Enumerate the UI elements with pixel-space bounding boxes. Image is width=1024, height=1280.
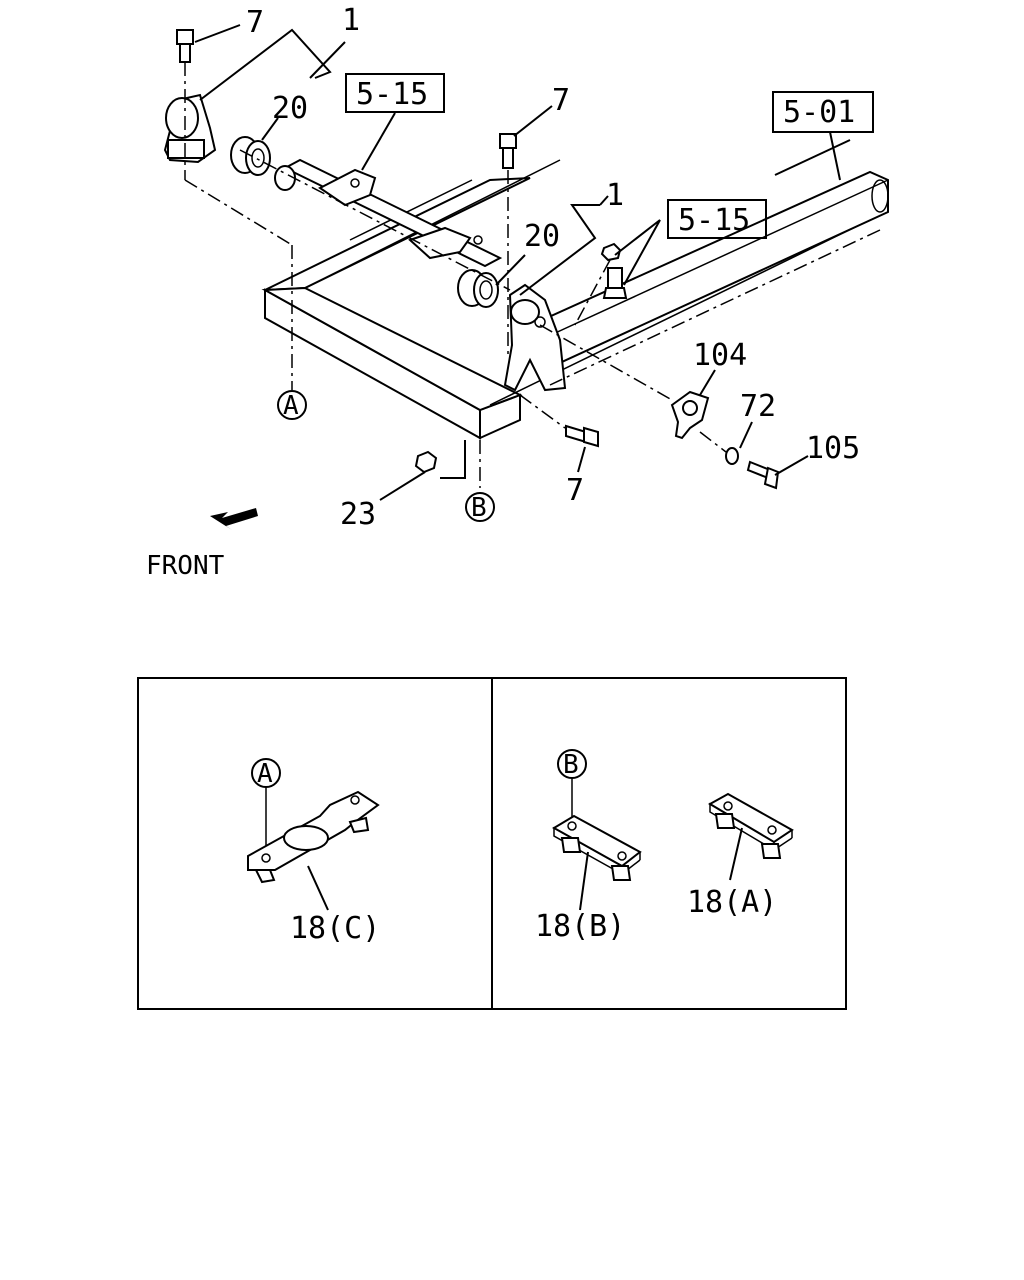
bolt-7-bottom (565, 424, 599, 448)
callout-72: 72 (740, 389, 776, 424)
shaft (274, 158, 503, 268)
part-label-18b: 18(B) (535, 909, 625, 944)
nut-23 (414, 450, 438, 474)
part-label-18a: 18(A) (687, 885, 777, 920)
detail-18a: 18(A) (687, 792, 794, 920)
svg-text:B: B (471, 493, 487, 523)
callout-20-mid: 20 (524, 219, 560, 254)
marker-b-detail: B (557, 749, 587, 780)
detail-18c: A 18(C) (247, 758, 380, 946)
washer-72 (725, 447, 739, 465)
ref-box-5-01 (772, 91, 874, 133)
leader-lines (194, 24, 851, 501)
bolt-7-mid (499, 133, 517, 169)
callout-1-top: 1 (342, 3, 360, 38)
part-label-18c: 18(C) (290, 911, 380, 946)
callout-5-15-top: 5-15 (356, 77, 428, 112)
svg-text:B: B (563, 750, 579, 780)
bolt-7-top (176, 29, 194, 63)
callout-5-15-mid: 5-15 (678, 203, 750, 238)
callout-7-bottom: 7 (566, 473, 584, 508)
callout-105: 105 (806, 431, 860, 466)
detail-panels: A 18(C) B (137, 677, 847, 1010)
center-lines (184, 62, 881, 488)
ref-box-5-15-mid (667, 199, 767, 239)
marker-a: A (277, 390, 307, 421)
callout-5-01: 5-01 (783, 95, 855, 130)
svg-text:A: A (257, 759, 273, 789)
callout-23: 23 (340, 497, 376, 532)
marker-b: B (465, 492, 495, 523)
callout-20-top: 20 (272, 91, 308, 126)
callout-1-mid: 1 (606, 178, 624, 213)
marker-a-detail: A (251, 758, 281, 789)
detail-18b: B 18(B) (535, 749, 642, 944)
mount-bracket-right (503, 283, 567, 392)
callout-7-top: 7 (246, 5, 264, 40)
exploded-assembly: 7 1 5-15 20 7 5-01 1 5-15 20 104 72 105 … (146, 3, 889, 581)
bushing-top (230, 136, 271, 176)
front-arrow-icon (210, 508, 258, 530)
bolt-105 (746, 460, 780, 490)
cross-member (261, 159, 881, 440)
bolt-5-15-mid (600, 242, 628, 299)
front-label: FRONT (146, 551, 225, 581)
callout-7-mid: 7 (552, 83, 570, 118)
bracket-104 (670, 390, 710, 440)
ref-box-5-15-top (345, 73, 445, 113)
mount-bracket-left (163, 93, 217, 164)
bushing-mid (457, 269, 499, 308)
callout-104: 104 (693, 338, 747, 373)
svg-text:A: A (283, 391, 299, 421)
